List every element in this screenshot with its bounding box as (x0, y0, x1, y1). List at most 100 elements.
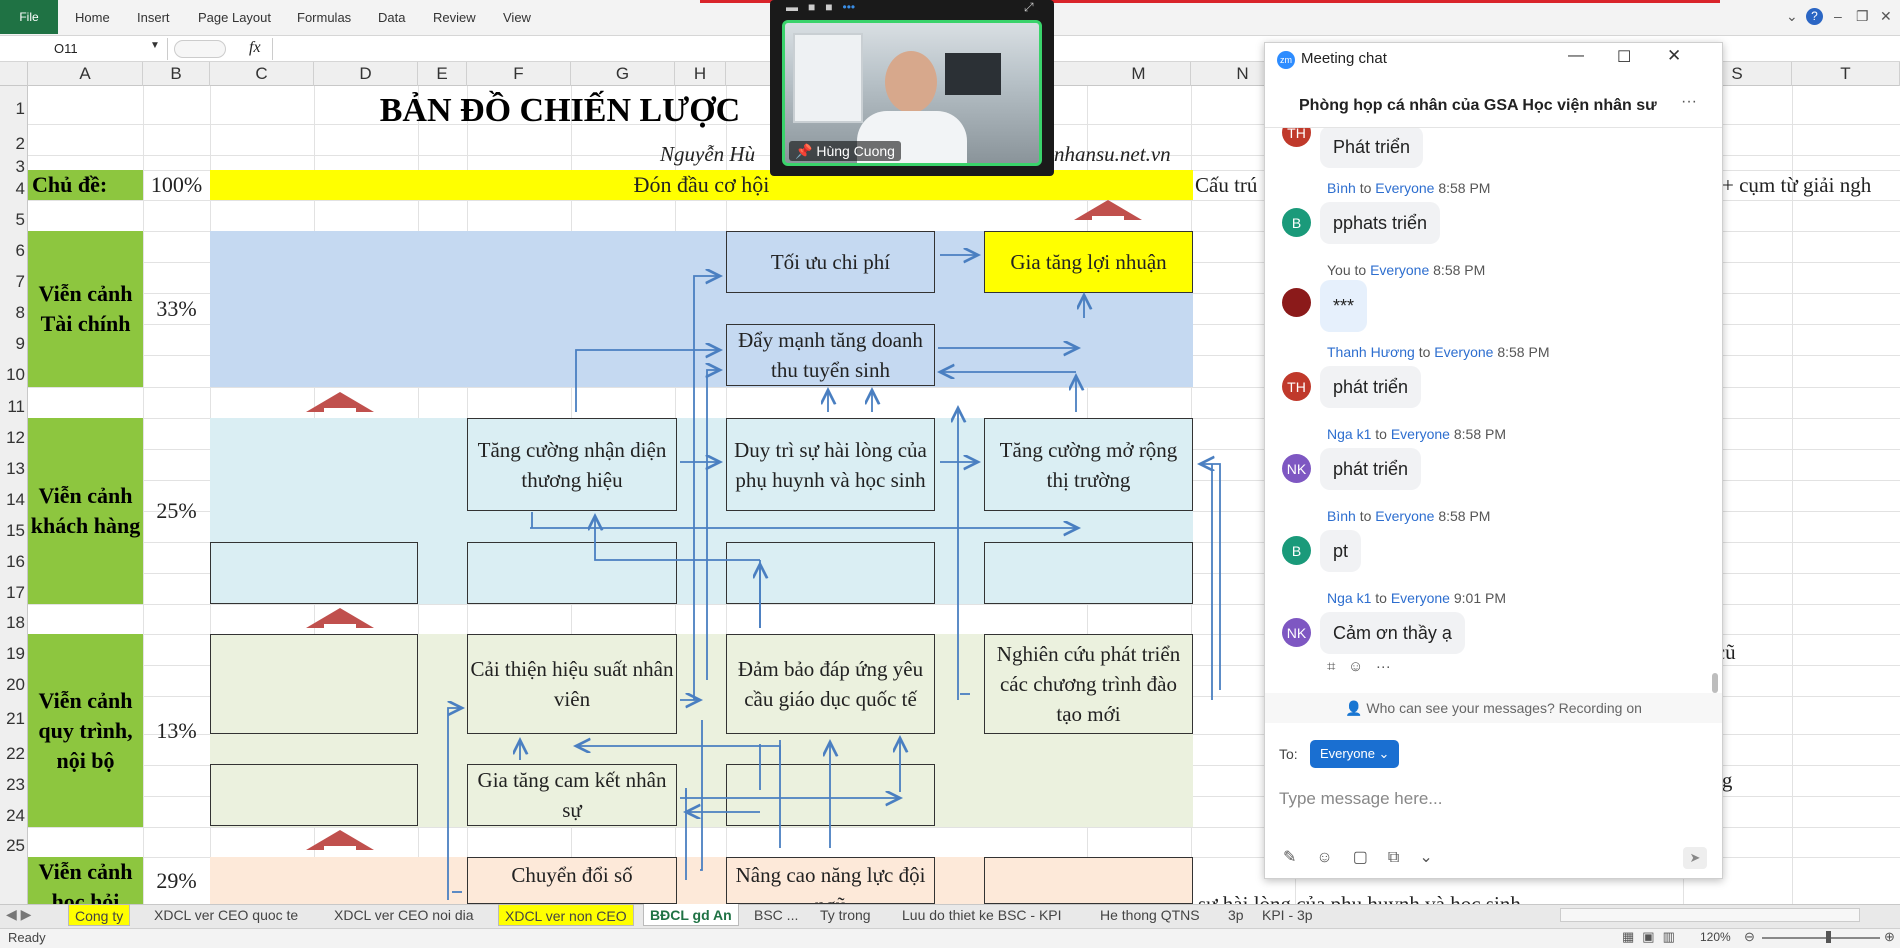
row-header[interactable]: 24 (6, 805, 25, 825)
row-header[interactable]: 22 (6, 743, 25, 763)
view-mode-icons[interactable]: ▦▣▥ (1622, 929, 1683, 944)
objective-box[interactable]: Nghiên cứu phát triển các chương trình đ… (984, 634, 1193, 734)
tab-scroll-icons[interactable]: ◀ ▶ (6, 906, 32, 922)
message-actions[interactable]: ⌗ ☺ ··· (1327, 658, 1391, 673)
row-header[interactable]: 19 (6, 643, 25, 663)
objective-box[interactable]: Đẩy mạnh tăng doanh thu tuyển sinh (726, 324, 935, 386)
row-header[interactable]: 7 (15, 271, 25, 291)
col-header[interactable]: E (418, 62, 467, 86)
empty-objective-box[interactable] (984, 857, 1193, 904)
row-header[interactable]: 15 (6, 520, 25, 540)
row-header[interactable]: 17 (6, 582, 25, 602)
select-all[interactable] (0, 62, 28, 86)
tab-home[interactable]: Home (75, 10, 110, 25)
message-list[interactable]: TH Phát triển Bình to Everyone 8:58 PM B… (1265, 128, 1710, 673)
horizontal-scrollbar[interactable] (1560, 908, 1860, 922)
zoom-level[interactable]: 120% (1700, 930, 1731, 944)
empty-objective-box[interactable] (467, 542, 677, 604)
objective-box[interactable]: Duy trì sự hài lòng của phụ huynh và học… (726, 418, 935, 511)
formula-input[interactable] (272, 38, 1900, 60)
sheet-tab[interactable]: 3p (1228, 907, 1244, 923)
minimize-icon[interactable]: – (1834, 8, 1842, 24)
name-box-dropdown-icon[interactable]: ▼ (150, 40, 160, 51)
sheet-tab[interactable]: Luu do thiet ke BSC - KPI (902, 907, 1062, 923)
objective-box[interactable]: Cải thiện hiệu suất nhân viên (467, 634, 677, 734)
empty-objective-box[interactable] (984, 542, 1193, 604)
empty-objective-box[interactable] (726, 542, 935, 604)
empty-objective-box[interactable] (210, 634, 418, 734)
row-header[interactable]: 1 (15, 99, 25, 118)
objective-box[interactable]: Đảm bảo đáp ứng yêu cầu giáo dục quốc tế (726, 634, 935, 734)
row-header[interactable]: 14 (6, 489, 25, 509)
message-input[interactable]: Type message here... (1279, 789, 1443, 808)
col-header[interactable]: B (143, 62, 210, 86)
tab-review[interactable]: Review (433, 10, 476, 25)
col-header[interactable]: A (28, 62, 143, 86)
tab-insert[interactable]: Insert (137, 10, 170, 25)
sheet-tab[interactable]: XDCL ver CEO noi dia (334, 907, 474, 923)
col-header[interactable]: D (314, 62, 418, 86)
video-toolbar-icons[interactable]: ▬ ■ ■ ••• (786, 0, 856, 14)
sheet-tab-active[interactable]: BĐCL gd An (643, 904, 739, 926)
row-header[interactable]: 18 (6, 613, 25, 632)
objective-box[interactable]: Tối ưu chi phí (726, 231, 935, 293)
objective-box[interactable]: Chuyển đổi số (467, 857, 677, 904)
row-header[interactable]: 3 (15, 156, 25, 176)
sheet-tab[interactable]: KPI - 3p (1262, 907, 1313, 923)
row-header[interactable]: 2 (15, 133, 25, 153)
chat-scrollbar[interactable] (1712, 673, 1718, 693)
row-header[interactable]: 8 (15, 302, 25, 322)
message-bubble[interactable]: phát triển (1320, 366, 1422, 408)
tab-page-layout[interactable]: Page Layout (198, 10, 272, 25)
zoom-in-icon[interactable]: ⊕ (1884, 929, 1895, 944)
send-icon[interactable]: ➤ (1683, 847, 1707, 869)
tab-data[interactable]: Data (378, 10, 406, 25)
row-header[interactable]: 4 (15, 179, 25, 198)
empty-objective-box[interactable] (210, 764, 418, 826)
sheet-tab[interactable]: Ty trong (820, 907, 871, 923)
message-bubble[interactable]: Cảm ơn thầy ạ (1320, 612, 1465, 654)
privacy-notice[interactable]: 👤 Who can see your messages? Recording o… (1265, 693, 1722, 723)
participant-video[interactable]: 📌 Hùng Cuong (782, 20, 1042, 166)
sheet-tab[interactable]: Cong ty (68, 904, 131, 926)
row-header[interactable]: 9 (15, 333, 25, 353)
col-header[interactable]: S (1683, 62, 1792, 86)
message-bubble[interactable]: phát triển (1320, 448, 1422, 490)
empty-objective-box[interactable] (210, 542, 418, 604)
expand-icon[interactable]: ⤢ (1024, 0, 1034, 14)
zoom-slider[interactable] (1762, 937, 1880, 939)
fx-icon[interactable]: fx (249, 39, 261, 56)
close-icon[interactable]: ✕ (1880, 8, 1892, 24)
zoom-out-icon[interactable]: ⊖ (1744, 929, 1755, 944)
col-header[interactable]: C (210, 62, 314, 86)
composer-toolbar[interactable]: ✎☺▢⧉⌄ (1283, 847, 1453, 867)
message-bubble[interactable]: *** (1320, 280, 1368, 332)
row-header[interactable]: 11 (7, 396, 25, 416)
name-box[interactable]: O11 (0, 38, 168, 60)
row-header[interactable]: 16 (6, 551, 25, 571)
more-options-icon[interactable]: ··· (1681, 93, 1697, 110)
tab-view[interactable]: View (503, 10, 531, 25)
help-icon[interactable]: ? (1806, 8, 1823, 25)
objective-box[interactable]: Tăng cường mở rộng thị trường (984, 418, 1193, 511)
ribbon-collapse-icon[interactable]: ⌄ (1786, 8, 1798, 24)
message-bubble[interactable]: Phát triển (1320, 128, 1424, 168)
row-header[interactable]: 21 (6, 709, 25, 728)
message-bubble[interactable]: pt (1320, 530, 1362, 572)
objective-box[interactable]: Tăng cường nhận diện thương hiệu (467, 418, 677, 511)
recipient-selector[interactable]: Everyone ⌄ (1310, 740, 1400, 768)
restore-icon[interactable]: ❐ (1856, 8, 1869, 24)
sheet-tab[interactable]: BSC ... (754, 907, 799, 923)
sheet-tab[interactable]: XDCL ver CEO quoc te (154, 907, 299, 923)
row-header[interactable]: 23 (6, 774, 25, 794)
col-header[interactable]: H (675, 62, 726, 86)
sheet-tab[interactable]: He thong QTNS (1100, 907, 1200, 923)
file-tab[interactable]: File (0, 0, 58, 34)
tab-formulas[interactable]: Formulas (297, 10, 352, 25)
objective-box[interactable]: Gia tăng cam kết nhân sự (467, 764, 677, 826)
row-header[interactable]: 10 (6, 365, 25, 384)
row-header[interactable]: 5 (15, 209, 25, 229)
message-bubble[interactable]: pphats triển (1320, 202, 1441, 244)
chat-maximize-icon[interactable]: ☐ (1617, 49, 1632, 66)
col-header[interactable]: M (1087, 62, 1191, 86)
